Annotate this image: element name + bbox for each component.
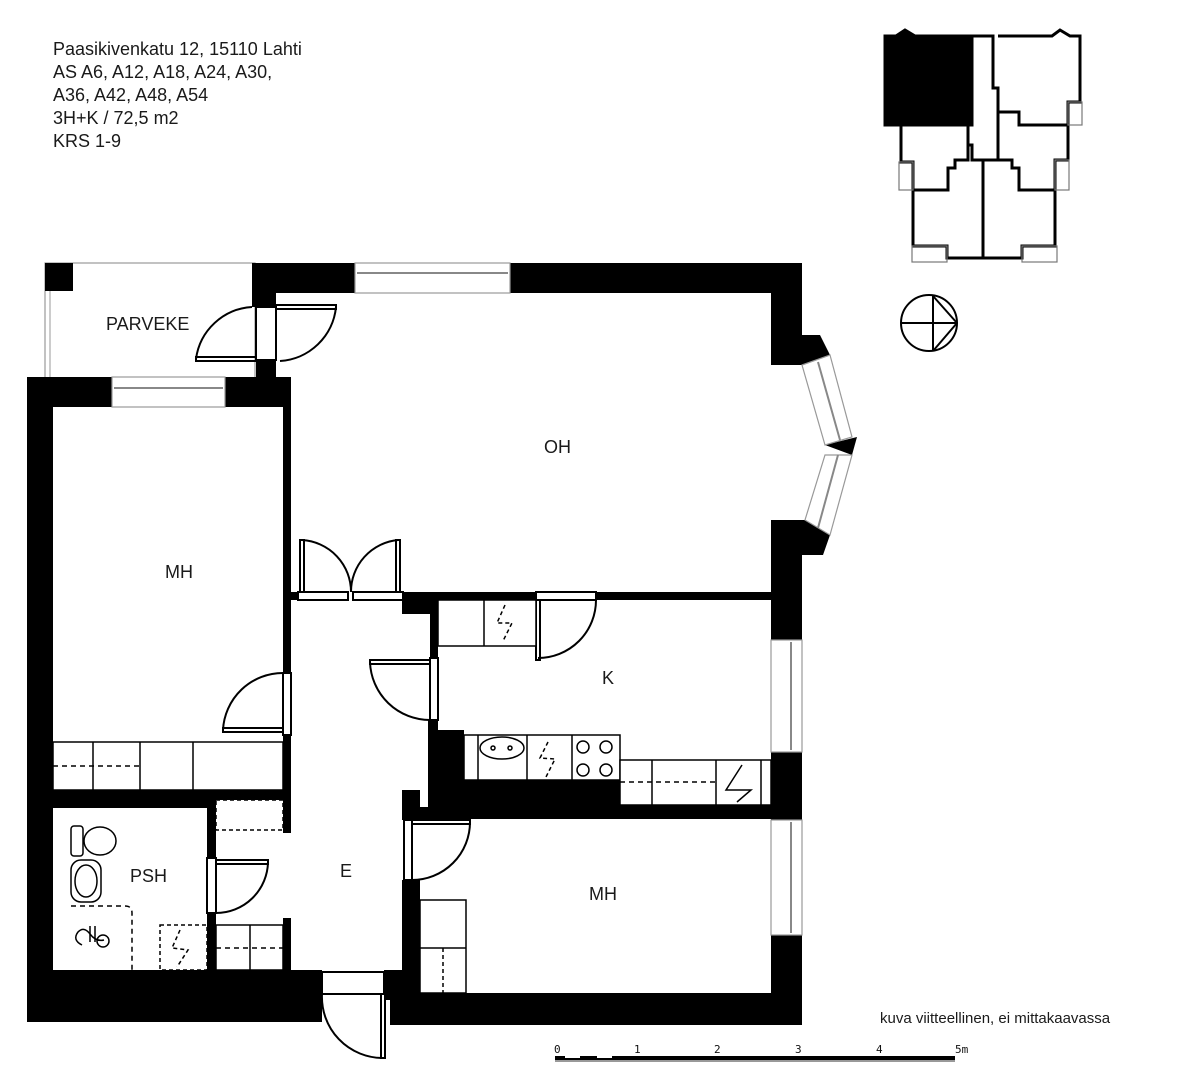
room-label-kitchen: K — [602, 668, 614, 688]
scale-tick-2: 2 — [714, 1043, 721, 1056]
scale-tick-5: 5m — [955, 1043, 969, 1056]
room-labels: PARVEKE OH MH K PSH E MH — [106, 314, 617, 904]
windows — [111, 262, 853, 936]
window-bay-lower — [804, 454, 853, 536]
address-text: Paasikivenkatu 12, 15110 Lahti — [53, 39, 302, 59]
scale-tick-0: 0 — [554, 1043, 561, 1056]
apartment-numbers-line1: AS A6, A12, A18, A24, A30, — [53, 62, 273, 82]
fixtures — [52, 599, 772, 994]
window-kitchen — [770, 639, 803, 753]
room-label-bathroom: PSH — [130, 866, 167, 886]
washbasin-icon — [74, 864, 98, 898]
stove-burner-icon — [576, 740, 590, 754]
window-oh-top — [354, 262, 511, 294]
room-label-living-room: OH — [544, 437, 571, 457]
bedroom2-door[interactable] — [403, 819, 471, 881]
window-mh2 — [770, 819, 803, 936]
toilet-icon — [83, 826, 117, 856]
key-plan — [883, 28, 1083, 263]
floors-text: KRS 1-9 — [53, 131, 122, 151]
balcony-door[interactable] — [195, 304, 337, 362]
apartment-info: Paasikivenkatu 12, 15110 Lahti AS A6, A1… — [53, 38, 302, 153]
sink-icon — [479, 736, 525, 760]
bathroom-door[interactable] — [206, 857, 269, 914]
scale-tick-4: 4 — [876, 1043, 883, 1056]
layout-area-text: 3H+K / 72,5 m2 — [53, 108, 179, 128]
window-bay-upper — [801, 354, 853, 446]
hall-kitchen-door[interactable] — [369, 657, 439, 721]
room-label-entrance: E — [340, 861, 352, 881]
north-arrow-icon — [900, 294, 958, 352]
living-room-double-door[interactable] — [297, 539, 404, 601]
walls — [27, 263, 857, 1025]
room-label-bedroom-1: MH — [165, 562, 193, 582]
window-mh1-top — [111, 376, 226, 408]
kitchen-door[interactable] — [535, 591, 597, 661]
scale-tick-1: 1 — [634, 1043, 641, 1056]
disclaimer-note: kuva viitteellinen, ei mittakaavassa — [880, 1010, 1111, 1027]
bedroom1-door[interactable] — [222, 671, 292, 736]
room-label-balcony: PARVEKE — [106, 314, 189, 334]
shower-icon — [75, 926, 110, 948]
doors — [195, 304, 597, 1060]
key-plan-highlighted-unit — [883, 28, 974, 127]
room-label-bedroom-2: MH — [589, 884, 617, 904]
apartment-numbers-line2: A36, A42, A48, A54 — [53, 85, 209, 105]
scale-bar: 0 1 2 3 4 5m — [554, 1043, 969, 1062]
scale-tick-3: 3 — [795, 1043, 802, 1056]
entrance-door[interactable] — [320, 971, 386, 1060]
